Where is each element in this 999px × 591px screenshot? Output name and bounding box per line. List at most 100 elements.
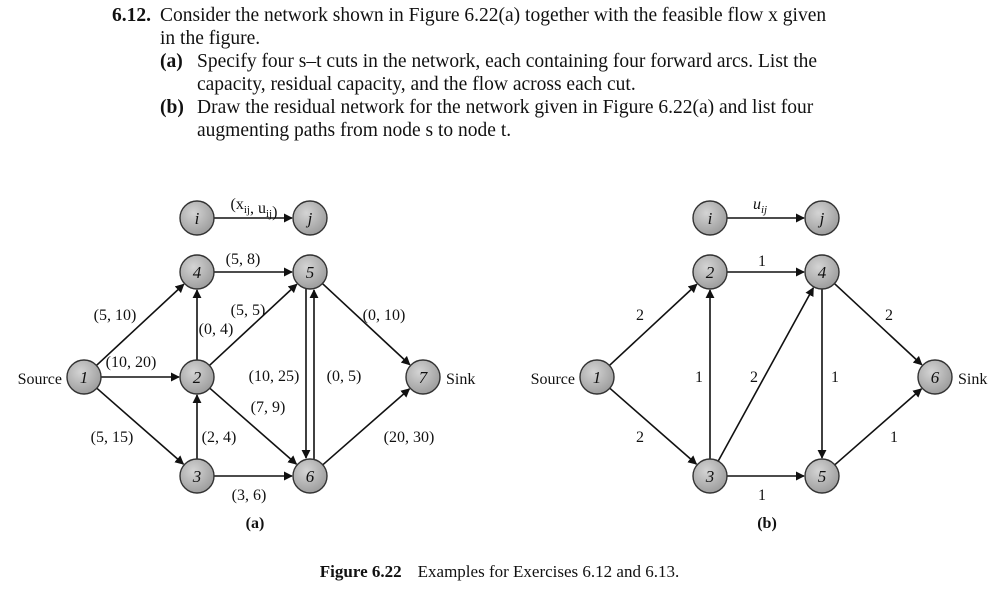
arc-label-a-10: (0, 5) <box>327 368 362 385</box>
node-b-4: 4 <box>804 254 840 290</box>
arc-label-a-7: (2, 4) <box>202 429 237 446</box>
arc-label-a-5: (5, 5) <box>231 302 266 319</box>
part-b-line-2: augmenting paths from node s to node t. <box>197 120 512 141</box>
legend-node-j-a: j <box>292 200 328 236</box>
node-a-7-circle <box>405 359 441 395</box>
node-b-1: 1 <box>579 359 615 395</box>
node-a-2-circle <box>179 359 215 395</box>
part-b-line-1: (b)Draw the residual network for the net… <box>160 97 814 118</box>
legend-node-j-b: j <box>804 200 840 236</box>
arc-label-a-9: (10, 25) <box>249 368 300 385</box>
arc-a-1-3 <box>96 387 185 465</box>
arc-label-b-0: 2 <box>636 307 644 324</box>
legend-label-b: uij <box>753 196 767 216</box>
node-a-1-label: 1 <box>80 368 89 387</box>
node-b-3: 3 <box>692 458 728 494</box>
exercise-intro-line-2: in the figure. <box>160 28 261 49</box>
node-a-7: 7 <box>405 359 441 395</box>
node-a-6-circle <box>292 458 328 494</box>
node-b-5: 5 <box>804 458 840 494</box>
sink-label-b: Sink <box>958 371 987 388</box>
node-b-5-circle <box>804 458 840 494</box>
node-a-4: 4 <box>179 254 215 290</box>
node-a-6-label: 6 <box>306 467 315 486</box>
part-a-line-1: (a)Specify four s–t cuts in the network,… <box>160 51 818 72</box>
node-a-3-circle <box>179 458 215 494</box>
node-b-1-label: 1 <box>593 368 602 387</box>
node-b-6-circle <box>917 359 953 395</box>
arc-label-a-2: (5, 15) <box>91 429 134 446</box>
node-a-2-label: 2 <box>193 368 202 387</box>
arc-label-b-7: 2 <box>885 307 893 324</box>
exercise-text: 6.12.Consider the network shown in Figur… <box>112 4 992 142</box>
sink-label-a: Sink <box>446 371 475 388</box>
legend-node-i-a: i <box>179 200 215 236</box>
arc-label-b-6: 1 <box>831 369 839 386</box>
node-a-4-circle <box>179 254 215 290</box>
arc-a-5-7 <box>321 282 411 366</box>
node-a-5-circle <box>292 254 328 290</box>
node-a-2: 2 <box>179 359 215 395</box>
legend-node-j-a-circle <box>292 200 328 236</box>
node-a-5: 5 <box>292 254 328 290</box>
node-a-1: 1 <box>66 359 102 395</box>
arc-label-a-3: (5, 8) <box>226 251 261 268</box>
part-a-line-2: capacity, residual capacity, and the flo… <box>197 74 636 95</box>
legend-node-i-a-circle <box>179 200 215 236</box>
figure-a-label: (a) <box>246 515 265 532</box>
source-label-b: Source <box>531 371 575 388</box>
node-b-2-label: 2 <box>706 263 715 282</box>
arc-label-b-8: 1 <box>890 429 898 446</box>
source-label-a: Source <box>18 371 62 388</box>
legend-label-a: (xij, uij) <box>231 196 278 221</box>
arc-label-b-3: 1 <box>758 253 766 270</box>
node-b-1-circle <box>579 359 615 395</box>
arc-a-6-7 <box>322 388 411 466</box>
node-b-4-label: 4 <box>818 263 827 282</box>
legend-node-j-b-circle <box>804 200 840 236</box>
arc-label-b-4: 2 <box>750 369 758 386</box>
legend-node-j-b-label: j <box>818 209 825 228</box>
node-a-4-label: 4 <box>193 263 202 282</box>
node-b-3-circle <box>692 458 728 494</box>
legend-node-i-b-label: i <box>708 209 713 228</box>
figure-b-label: (b) <box>757 515 777 532</box>
node-a-1-circle <box>66 359 102 395</box>
arc-label-a-1: (10, 20) <box>106 354 157 371</box>
legend-node-j-a-label: j <box>306 209 313 228</box>
arc-b-1-3 <box>609 387 698 465</box>
node-b-2: 2 <box>692 254 728 290</box>
node-b-4-circle <box>804 254 840 290</box>
legend-node-i-b-circle <box>692 200 728 236</box>
arc-label-a-11: (0, 10) <box>363 307 406 324</box>
arc-label-b-1: 2 <box>636 429 644 446</box>
node-b-6-label: 6 <box>931 368 940 387</box>
node-b-5-label: 5 <box>818 467 827 486</box>
arc-b-5-6 <box>834 388 923 466</box>
arc-label-b-2: 1 <box>695 369 703 386</box>
network-a: i j (xij, uij) 1 2 3 4 5 6 7 (5, 10) (10, 20) (5, 15… <box>18 196 476 532</box>
node-a-5-label: 5 <box>306 263 315 282</box>
exercise-number: 6.12. <box>112 5 151 26</box>
legend-node-i-a-label: i <box>195 209 200 228</box>
legend-node-i-b: i <box>692 200 728 236</box>
node-b-3-label: 3 <box>705 467 715 486</box>
arc-a-1-4 <box>95 283 185 367</box>
arc-label-a-12: (20, 30) <box>384 429 435 446</box>
node-b-6: 6 <box>917 359 953 395</box>
arc-label-b-5: 1 <box>758 487 766 504</box>
arc-label-a-0: (5, 10) <box>94 307 137 324</box>
node-a-6: 6 <box>292 458 328 494</box>
arc-label-a-8: (3, 6) <box>232 487 267 504</box>
arc-label-a-4: (0, 4) <box>199 321 234 338</box>
arc-b-4-6 <box>833 282 923 366</box>
node-a-7-label: 7 <box>419 368 429 387</box>
arc-a-2-5 <box>208 283 298 367</box>
arc-a-2-6 <box>209 387 298 465</box>
node-a-3: 3 <box>179 458 215 494</box>
arc-label-a-6: (7, 9) <box>251 399 286 416</box>
node-b-2-circle <box>692 254 728 290</box>
